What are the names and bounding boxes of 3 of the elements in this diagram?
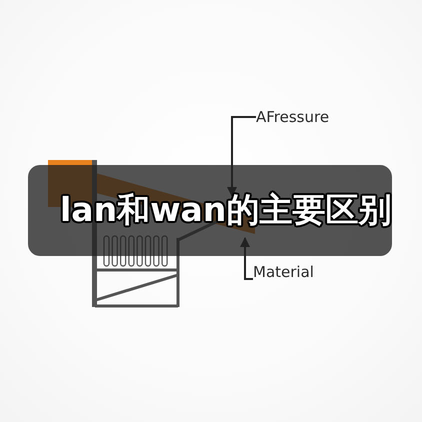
part-label: Material	[253, 262, 314, 282]
title-text: lan和wan的主要区别	[60, 189, 392, 231]
part-label: AFressure	[256, 107, 330, 127]
